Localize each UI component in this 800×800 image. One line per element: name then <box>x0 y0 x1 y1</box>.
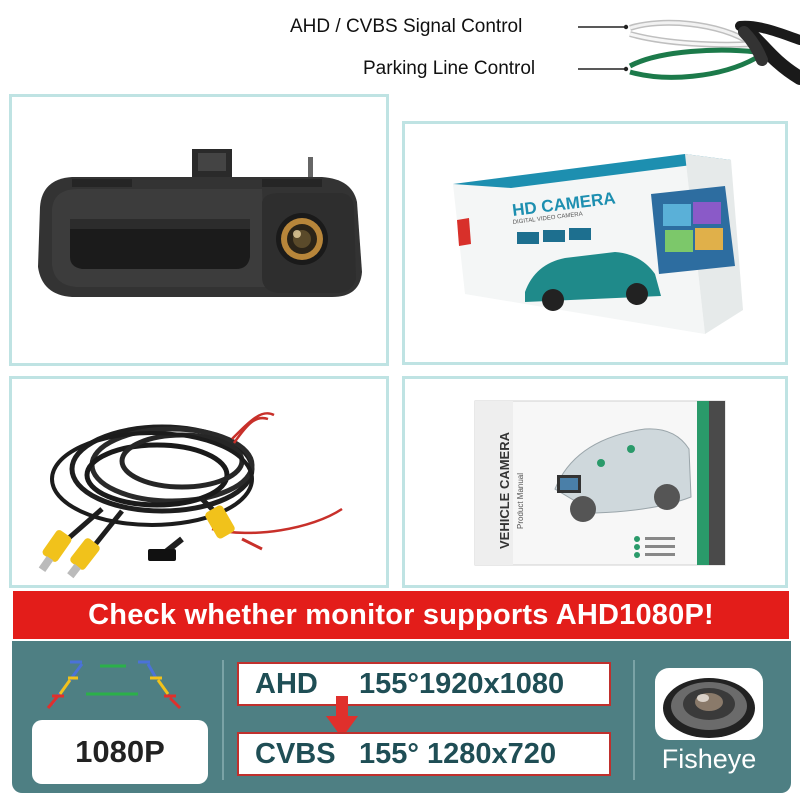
panel-product-manual: VEHICLE CAMERA Product Manual <box>402 376 788 588</box>
parking-line-label: Parking Line Control <box>363 58 536 79</box>
spec-divider <box>222 660 224 780</box>
ahd-support-banner: Check whether monitor supports AHD1080P! <box>13 591 789 639</box>
mode-cvbs-name: CVBS <box>255 737 336 770</box>
ahd-cvbs-signal-label: AHD / CVBS Signal Control <box>290 16 523 37</box>
mode-ahd-spec: 155°1920x1080 <box>359 667 565 700</box>
mode-cvbs-spec: 155° 1280x720 <box>359 737 557 770</box>
mode-ahd-name: AHD <box>255 667 318 700</box>
panel-retail-box: HD CAMERA DIGITAL VIDEO CAMERA <box>402 121 788 365</box>
wire-legend <box>578 19 800 85</box>
mode-cvbs-row: CVBS 155° 1280x720 <box>237 732 611 776</box>
fisheye-lens-tile <box>655 668 763 740</box>
down-arrow-icon <box>326 696 358 738</box>
panel-camera-product <box>9 94 389 366</box>
fisheye-lens-icon <box>663 678 755 738</box>
manual-booklet-photo: VEHICLE CAMERA Product Manual <box>474 400 726 566</box>
camera-handle-photo <box>38 149 362 297</box>
manual-title-text: VEHICLE CAMERA <box>497 431 512 549</box>
panel-cable-set <box>9 376 389 588</box>
mode-ahd-row: AHD 155°1920x1080 <box>237 662 611 706</box>
fisheye-label: Fisheye <box>661 744 757 774</box>
extension-cable-photo <box>38 412 343 579</box>
resolution-badge: 1080P <box>32 720 208 784</box>
spec-divider <box>633 660 635 780</box>
parking-guideline-icon <box>46 660 182 710</box>
manual-subtitle-text: Product Manual <box>516 473 525 529</box>
retail-box-photo: HD CAMERA DIGITAL VIDEO CAMERA <box>453 154 743 334</box>
